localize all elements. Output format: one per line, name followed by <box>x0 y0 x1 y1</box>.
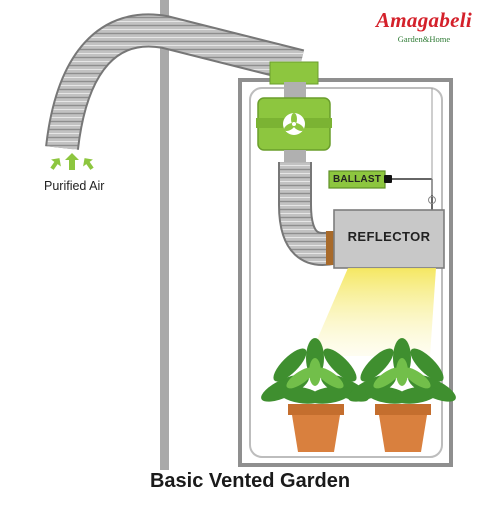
brand-logo: Amagabeli Garden&Home <box>354 8 494 45</box>
exhaust-duct <box>47 15 304 150</box>
fan-collar-top <box>284 82 306 98</box>
light-beam <box>310 268 436 356</box>
diagram-caption: Basic Vented Garden <box>149 470 351 492</box>
plant-left <box>261 338 369 404</box>
arrow-down-icon <box>50 153 94 170</box>
pot-left <box>288 404 344 452</box>
reflector-label: REFLECTOR <box>347 229 431 244</box>
pot-right <box>375 404 431 452</box>
ballast-plug <box>384 175 392 183</box>
duct-coupler-top <box>269 61 319 85</box>
wall-pole <box>160 0 169 470</box>
purified-air-label: Purified Air <box>44 179 105 193</box>
hanger-hook <box>428 196 436 204</box>
plant-right <box>348 338 456 404</box>
brand-tagline: Garden&Home <box>397 34 451 44</box>
ballast-label: BALLAST <box>332 174 382 185</box>
brand-name: Amagabeli <box>375 8 473 32</box>
fan-icon <box>283 113 305 135</box>
reflector-hood <box>333 209 445 269</box>
fan-collar-bottom <box>284 150 306 162</box>
reflector-flange <box>326 231 334 265</box>
intake-duct <box>280 162 335 264</box>
